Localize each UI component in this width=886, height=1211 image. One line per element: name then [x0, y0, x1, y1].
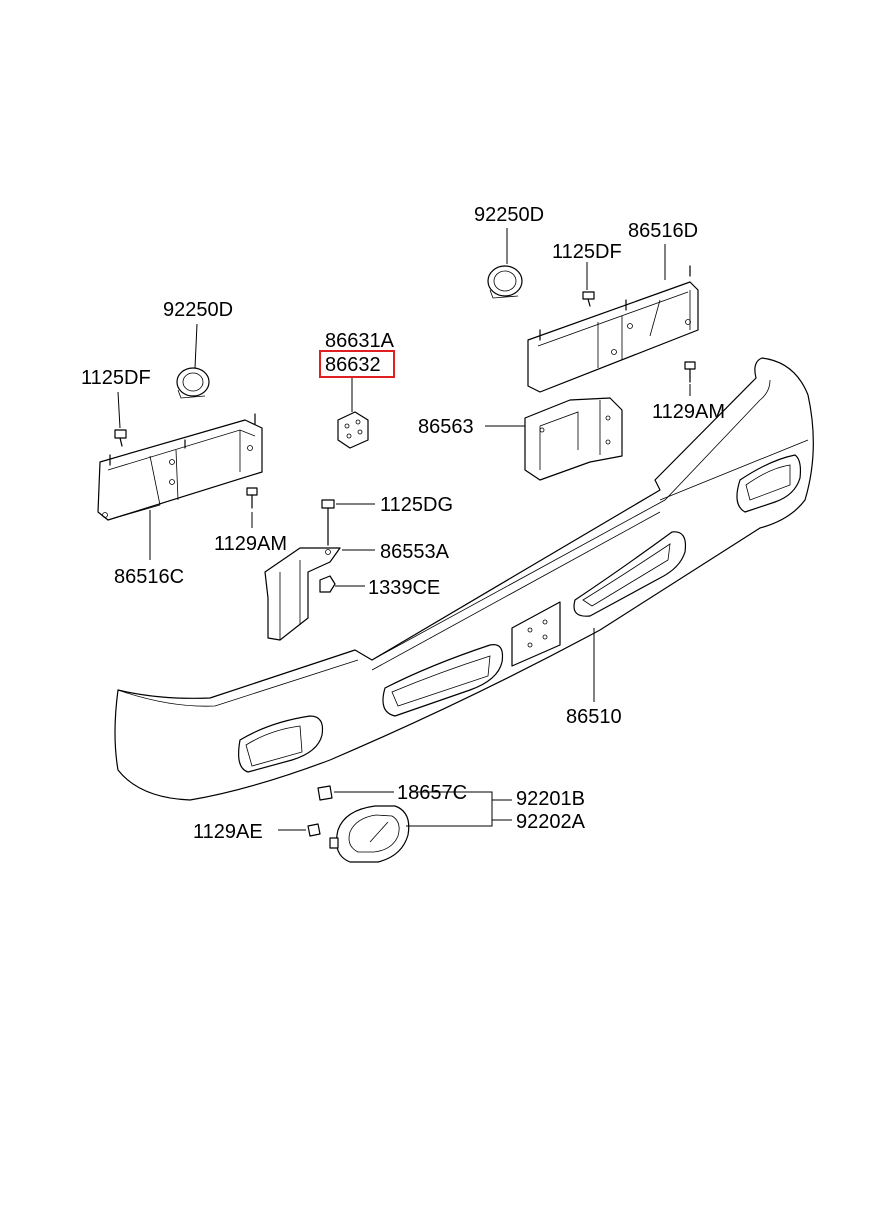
- label-86516D[interactable]: 86516D: [628, 220, 698, 242]
- label-86631A[interactable]: 86631A: [325, 330, 395, 352]
- label-1339CE[interactable]: 1339CE: [368, 577, 440, 599]
- cap-92250D-right[interactable]: [487, 265, 523, 299]
- label-1129AM-right[interactable]: 1129AM: [652, 401, 725, 423]
- part-labels: 92250D 1125DF 86516C 1129AM 86631A 86632…: [81, 204, 725, 843]
- leader-lines: [117, 228, 691, 831]
- front-bumper-86510[interactable]: [114, 357, 814, 801]
- bolt-1125DG[interactable]: [321, 499, 335, 546]
- label-92250D-right[interactable]: 92250D: [474, 204, 544, 226]
- fog-lamp-92201B[interactable]: [329, 805, 410, 863]
- label-86553A[interactable]: 86553A: [380, 541, 450, 563]
- bracket-86516C[interactable]: [97, 413, 263, 521]
- label-92201B[interactable]: 92201B: [516, 788, 585, 810]
- nut-1339CE[interactable]: [319, 575, 336, 593]
- mount-plate-86632[interactable]: [337, 411, 369, 449]
- label-86632[interactable]: 86632: [325, 354, 381, 376]
- bracket-86563[interactable]: [524, 397, 623, 481]
- label-1125DF-left[interactable]: 1125DF: [81, 367, 151, 389]
- bulb-18657C[interactable]: [317, 785, 333, 801]
- bolt-1125DF-right[interactable]: [582, 291, 595, 307]
- label-92202A[interactable]: 92202A: [516, 811, 586, 833]
- label-18657C[interactable]: 18657C: [397, 782, 467, 804]
- label-1125DG[interactable]: 1125DG: [380, 494, 453, 516]
- bracket-86516D[interactable]: [527, 265, 699, 393]
- label-1129AM-left[interactable]: 1129AM: [214, 533, 287, 555]
- label-86563[interactable]: 86563: [418, 416, 474, 438]
- bracket-86553A[interactable]: [264, 547, 341, 641]
- bolt-1125DF-left[interactable]: [114, 429, 127, 447]
- bolt-1129AM-left[interactable]: [246, 487, 258, 509]
- screw-1129AE[interactable]: [307, 823, 321, 837]
- label-86516C[interactable]: 86516C: [114, 566, 184, 588]
- label-86510[interactable]: 86510: [566, 706, 622, 728]
- label-1125DF-right[interactable]: 1125DF: [552, 241, 622, 263]
- label-1129AE[interactable]: 1129AE: [193, 821, 263, 843]
- highlight-box-86632: [319, 350, 395, 378]
- label-92250D-left[interactable]: 92250D: [163, 299, 233, 321]
- bolt-1129AM-right[interactable]: [684, 361, 696, 383]
- cap-92250D-left[interactable]: [176, 367, 210, 399]
